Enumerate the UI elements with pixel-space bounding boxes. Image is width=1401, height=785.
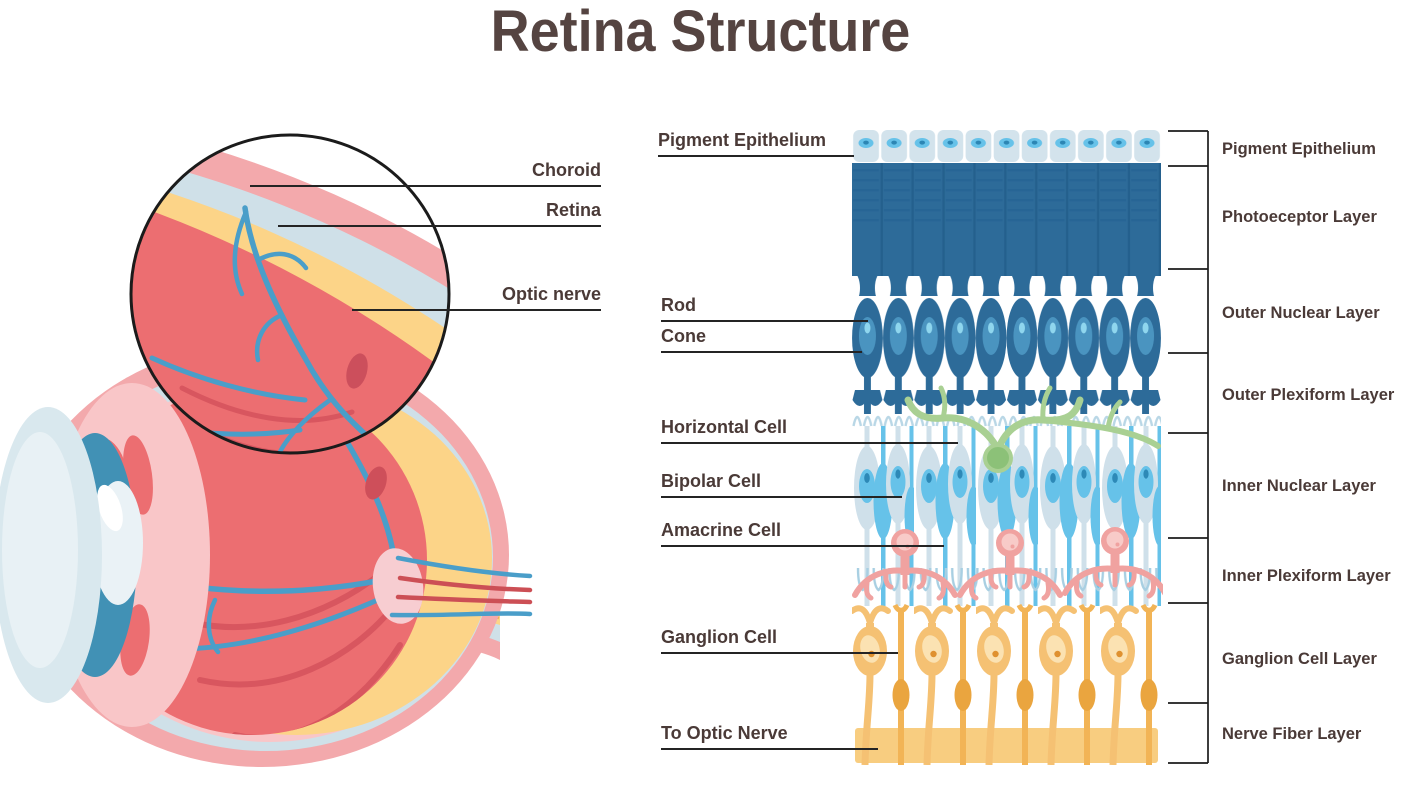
layer-bracket	[1168, 130, 1209, 764]
label-optic-nerve: Optic nerve	[352, 285, 601, 311]
layer-label-outer-plexiform-layer: Outer Plexiform Layer	[1222, 385, 1395, 404]
layer-label-inner-plexiform-layer: Inner Plexiform Layer	[1222, 566, 1391, 585]
label-cone: Cone	[661, 327, 862, 353]
photoreceptor-columns	[852, 163, 1161, 296]
synaptic-feet	[852, 390, 1161, 412]
pigment-epithelium-band	[852, 130, 1161, 163]
optic-disc	[372, 548, 424, 624]
label-amacrine-cell: Amacrine Cell	[661, 521, 944, 547]
label-rod: Rod	[661, 296, 868, 322]
layer-label-nerve-fiber-layer: Nerve Fiber Layer	[1222, 724, 1362, 743]
label-retina: Retina	[278, 201, 601, 227]
layer-label-outer-nuclear-layer: Outer Nuclear Layer	[1222, 303, 1380, 322]
magnifier-circle	[129, 133, 451, 455]
label-horizontal-cell: Horizontal Cell	[661, 418, 958, 444]
label-ganglion-cell: Ganglion Cell	[661, 628, 898, 654]
retina-layers-illustration	[850, 130, 1163, 765]
eye-cross-section-illustration	[0, 133, 533, 767]
label-bipolar-cell: Bipolar Cell	[661, 472, 902, 498]
layer-label-photoreceptor-layer: Photoeceptor Layer	[1222, 207, 1377, 226]
macula-spot	[365, 466, 387, 500]
label-pigment-epithelium: Pigment Epithelium	[658, 131, 854, 157]
layer-label-pigment-epithelium: Pigment Epithelium	[1222, 139, 1376, 158]
page-title: Retina Structure	[490, 0, 911, 64]
label-to-optic-nerve: To Optic Nerve	[661, 724, 878, 750]
ganglion-cells	[852, 603, 1161, 765]
optic-nerve-vessels	[389, 555, 533, 618]
anterior-segment	[0, 383, 210, 727]
label-choroid: Choroid	[250, 161, 601, 187]
layer-label-inner-nuclear-layer: Inner Nuclear Layer	[1222, 476, 1376, 495]
layer-label-ganglion-cell-layer: Ganglion Cell Layer	[1222, 649, 1377, 668]
